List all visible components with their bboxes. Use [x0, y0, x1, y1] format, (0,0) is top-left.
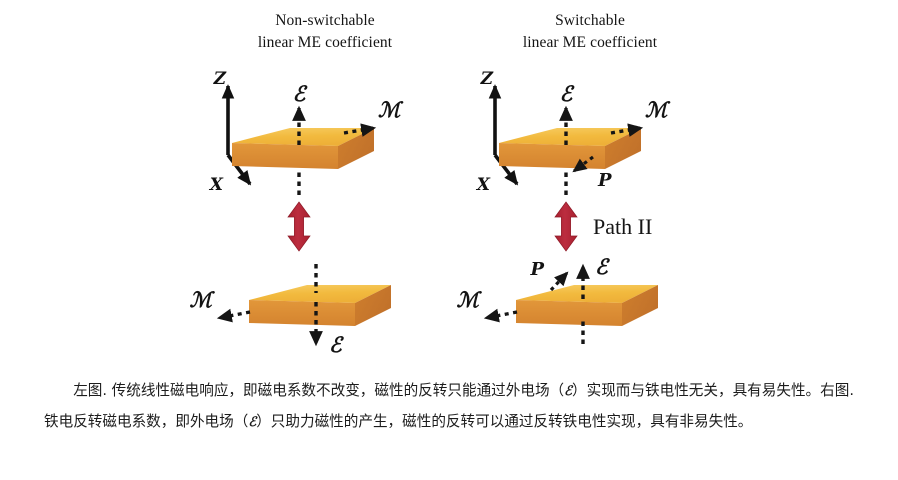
slab-left-bottom: ℰ ℳ — [190, 264, 391, 357]
caption-part2-symbol: ℰ — [248, 415, 257, 430]
slab-front-face — [249, 300, 355, 326]
slab-side-face — [338, 128, 374, 169]
label-electric-field: ℰ — [293, 81, 308, 106]
vector-magnetization-left-top: ℳ — [343, 97, 404, 137]
label-polarization: P — [529, 259, 544, 280]
slab-side-face — [355, 285, 391, 326]
axis-label-z: Z — [480, 69, 494, 89]
panel-title-left-line2: linear ME coefficient — [257, 34, 393, 52]
slab-right-top: Z X ℰ ℳ P — [476, 69, 671, 195]
slab-side-face — [622, 285, 658, 326]
slab-front-face — [232, 143, 338, 169]
slab-side-face — [605, 128, 641, 169]
axes-right-top: Z X — [476, 69, 519, 195]
caption-part2-prefix: 右图. 铁电反转磁电系数，即外电场（ — [44, 382, 854, 430]
label-magnetization: ℳ — [378, 97, 404, 122]
vector-magnetization-left-bottom: ℳ — [190, 287, 251, 323]
panel-title-right: Switchable linear ME coefficient — [470, 10, 710, 55]
vector-electric-field-right-top: ℰ — [559, 81, 575, 195]
double-arrow-shape — [287, 201, 311, 252]
vector-polarization-right-top: P — [572, 155, 612, 191]
label-polarization: P — [597, 170, 612, 191]
slab-left-top: Z X ℰ ℳ — [209, 69, 404, 195]
axes-left-top: Z X — [209, 69, 252, 195]
slab-top-face — [232, 128, 374, 146]
axis-x-line — [226, 153, 252, 186]
axis-label-z: Z — [213, 69, 227, 89]
axis-label-x: X — [209, 175, 224, 195]
panel-title-right-line1: Switchable — [555, 12, 625, 29]
diagram-canvas: Z X ℰ ℳ Z X — [190, 69, 671, 357]
label-electric-field: ℰ — [329, 332, 344, 357]
figure-caption: 左图. 传统线性磁电响应，即磁电系数不改变，磁性的反转只能通过外电场（ℰ）实现而… — [0, 368, 898, 480]
slab-front-face — [516, 300, 622, 326]
slab-right-bottom: ℰ ℳ P — [457, 254, 658, 344]
path-label: Path II — [593, 214, 652, 239]
label-electric-field: ℰ — [595, 254, 610, 279]
slab-top-face — [249, 285, 391, 303]
magnetization-line — [483, 308, 518, 323]
slab-front-face — [499, 143, 605, 169]
panel-title-left-line1: Non-switchable — [275, 12, 375, 29]
switch-arrow-right: Path II — [554, 201, 652, 252]
vector-polarization-right-bottom: P — [529, 259, 569, 292]
vector-electric-field-left-bottom: ℰ — [309, 264, 344, 357]
caption-part2-suffix: ）只助力磁性的产生，磁性的反转可以通过反转铁电性实现，具有非易失性。 — [256, 413, 753, 430]
vector-magnetization-right-bottom: ℳ — [457, 287, 518, 323]
caption-paragraph: 左图. 传统线性磁电响应，即磁电系数不改变，磁性的反转只能通过外电场（ℰ）实现而… — [44, 376, 854, 438]
figure-diagram: Non-switchable linear ME coefficient Swi… — [190, 10, 710, 357]
axis-x-line — [493, 153, 519, 186]
label-magnetization: ℳ — [190, 287, 216, 312]
axis-label-x: X — [476, 175, 491, 195]
switch-arrow-left — [287, 201, 311, 252]
slab-top-face — [499, 128, 641, 146]
double-arrow-shape — [554, 201, 578, 252]
caption-part1-prefix: 左图. 传统线性磁电响应，即磁电系数不改变，磁性的反转只能通过外电场（ — [73, 382, 565, 399]
vector-magnetization-right-top: ℳ — [610, 97, 671, 137]
magnetization-line — [216, 308, 251, 323]
vector-electric-field-right-bottom: ℰ — [576, 254, 610, 344]
slab-top-face — [516, 285, 658, 303]
panel-title-left: Non-switchable linear ME coefficient — [205, 10, 445, 55]
vector-electric-field-left-top: ℰ — [292, 81, 308, 195]
label-magnetization: ℳ — [457, 287, 483, 312]
caption-part1-symbol: ℰ — [564, 384, 573, 399]
caption-part1-suffix: ）实现而与铁电性无关，具有易失性。 — [572, 382, 821, 399]
label-magnetization: ℳ — [645, 97, 671, 122]
label-electric-field: ℰ — [560, 81, 575, 106]
panel-title-right-line2: linear ME coefficient — [522, 34, 658, 52]
